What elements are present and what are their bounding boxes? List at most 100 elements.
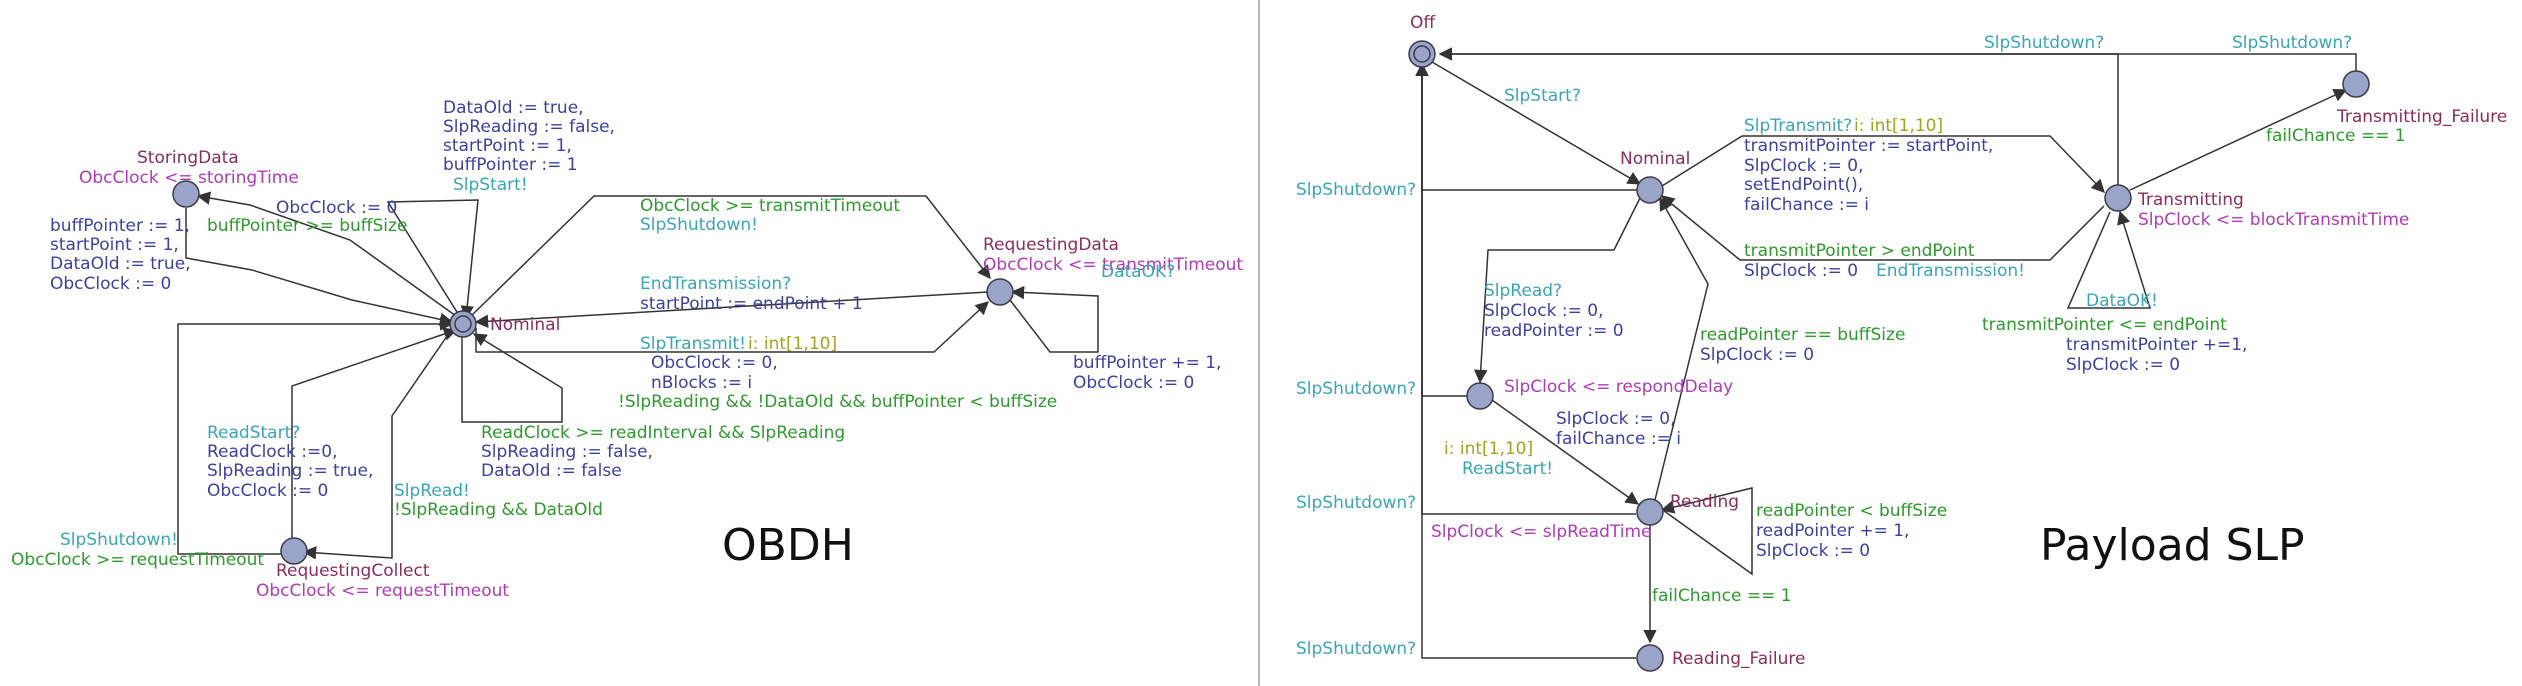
- obdh-tx-timeout-guard: ObcClock >= transmitTimeout: [640, 196, 900, 216]
- obdh-tx-timeout-sync: SlpShutdown!: [640, 215, 758, 235]
- location-reading: [1636, 498, 1664, 526]
- transmitting-name: Transmitting: [2137, 190, 2244, 210]
- nominal-name: Nominal: [490, 315, 560, 335]
- edge-reqdata-to-nominal-endtx: [474, 291, 989, 329]
- obdh-store-guard: buffPointer >= buffSize: [207, 216, 407, 236]
- obdh-req-timeout-sync: SlpShutdown!: [60, 530, 178, 550]
- slp-data-ok-sync: DataOK!: [2086, 291, 2158, 311]
- location-storing-data: [172, 180, 200, 208]
- obdh-slp-transmit-assign-1: ObcClock := 0,: [651, 353, 778, 373]
- obdh-slp-transmit-sync: SlpTransmit!: [640, 334, 746, 354]
- slp-read-loop-assign-1: readPointer += 1,: [1756, 521, 1909, 541]
- location-transmitting-failure: [2342, 70, 2370, 98]
- slp-transmit-assign-4: failChance := i: [1744, 195, 1869, 215]
- edge-readfail-to-off: [1415, 62, 1636, 659]
- obdh-read-start-assign-1: ReadClock :=0,: [207, 442, 338, 462]
- edge-reading-self-loop: [1659, 487, 1753, 576]
- obdh-end-tx-assign: startPoint := endPoint + 1: [640, 294, 863, 314]
- obdh-slp-read-guard: !SlpReading && DataOld: [394, 500, 603, 520]
- slp-transmit-assign-3: setEndPoint(),: [1744, 175, 1863, 195]
- slp-tx-fail-guard: failChance == 1: [2266, 126, 2406, 146]
- location-requesting-collect: [280, 537, 308, 565]
- edge-reading-to-nominal: [1653, 196, 1709, 505]
- obdh-data-ok-assign-2: ObcClock := 0: [1073, 373, 1194, 393]
- obdh-read-start-assign-2: SlpReading := true,: [207, 461, 373, 481]
- obdh-stored-assign-1: buffPointer := 1,: [50, 216, 190, 236]
- obdh-start-assign-1: DataOld := true,: [443, 98, 584, 118]
- slp-shutdown-left-4: SlpShutdown?: [1296, 639, 1416, 659]
- slp-transmit-assign-2: SlpClock := 0,: [1744, 156, 1864, 176]
- edge-nominal-self-start: [386, 199, 479, 321]
- slp-transmit-sync: SlpTransmit?: [1744, 116, 1852, 136]
- location-off: [1408, 40, 1436, 68]
- edge-collect-to-nominal-timeout: [177, 317, 454, 555]
- slp-read-done-guard: readPointer == buffSize: [1700, 325, 1905, 345]
- obdh-stored-assign-2: startPoint := 1,: [50, 235, 179, 255]
- location-slp-nominal: [1636, 176, 1664, 204]
- wait-read-invariant: SlpClock <= respondDelay: [1504, 377, 1733, 397]
- slp-read-assign-2: readPointer := 0: [1484, 321, 1624, 341]
- edge-transmitting-to-nominal: [1660, 195, 2105, 261]
- slp-transmit-assign-1: transmitPointer := startPoint,: [1744, 136, 1993, 156]
- slp-read-loop-guard: readPointer < buffSize: [1756, 501, 1947, 521]
- slp-start-sync: SlpStart?: [1504, 86, 1581, 106]
- edge-collect-to-nominal: [291, 327, 458, 542]
- obdh-read-start-assign-3: ObcClock := 0: [207, 481, 328, 501]
- obdh-req-timeout-guard: ObcClock >= requestTimeout: [11, 550, 264, 570]
- requesting-collect-invariant: ObcClock <= requestTimeout: [256, 581, 509, 601]
- edge-txfail-to-off: [1438, 47, 2357, 72]
- reading-name: Reading: [1670, 492, 1739, 512]
- location-wait-read: [1466, 382, 1494, 410]
- edge-nominal-to-storing: [196, 191, 457, 317]
- location-reading-failure: [1636, 644, 1664, 672]
- requesting-collect-name: RequestingCollect: [276, 561, 430, 581]
- transmitting-invariant: SlpClock <= blockTransmitTime: [2138, 210, 2409, 230]
- location-transmitting: [2104, 184, 2132, 212]
- obdh-slp-read-sync: SlpRead!: [394, 481, 470, 501]
- obdh-slp-transmit-assign-2: nBlocks := i: [651, 373, 752, 393]
- slp-shutdown-left-3: SlpShutdown?: [1296, 493, 1416, 513]
- obdh-stored-assign-4: ObcClock := 0: [50, 274, 171, 294]
- obdh-start-assign-3: startPoint := 1,: [443, 136, 572, 156]
- obdh-slp-transmit-select: i: int[1,10]: [748, 334, 837, 354]
- slp-shutdown-left-1: SlpShutdown?: [1296, 180, 1416, 200]
- slp-read-start-assign-2: failChance := i: [1556, 429, 1681, 449]
- edge-nominal-to-reqdata-timeout: [469, 195, 991, 318]
- edge-nominal-to-off: [1415, 62, 1640, 191]
- slp-end-tx-guard: transmitPointer > endPoint: [1744, 241, 1975, 261]
- reading-invariant: SlpClock <= slpReadTime: [1431, 522, 1651, 542]
- edge-reqdata-self-dataok: [1009, 285, 1099, 353]
- transmitting-failure-name: Transmitting_Failure: [2336, 107, 2507, 127]
- slp-title: Payload SLP: [2040, 520, 2305, 571]
- slp-read-done-assign: SlpClock := 0: [1700, 345, 1814, 365]
- requesting-data-invariant: ObcClock <= transmitTimeout: [983, 255, 1243, 275]
- slp-read-loop-assign-2: SlpClock := 0: [1756, 541, 1870, 561]
- obdh-read-loop-assign-1: SlpReading := false,: [481, 442, 653, 462]
- obdh-end-tx-sync: EndTransmission?: [640, 274, 791, 294]
- obdh-start-sync: SlpStart!: [453, 175, 528, 195]
- slp-transmit-select: i: int[1,10]: [1854, 116, 1943, 136]
- obdh-data-ok-sync: DataOK?: [1101, 262, 1175, 282]
- obdh-automaton: StoringData ObcClock <= storingTime Nomi…: [11, 98, 1243, 601]
- slp-shutdown-left-2: SlpShutdown?: [1296, 379, 1416, 399]
- edge-transmitting-self-dataok: [2066, 210, 2152, 309]
- slp-end-tx-sync: EndTransmission!: [1876, 261, 2025, 281]
- obdh-stored-assign-3: DataOld := true,: [50, 254, 191, 274]
- edge-nominal-to-transmitting: [1661, 135, 2105, 193]
- obdh-title: OBDH: [722, 520, 854, 571]
- obdh-start-assign-2: SlpReading := false,: [443, 117, 615, 137]
- slp-data-ok-assign-2: SlpClock := 0: [2066, 355, 2180, 375]
- reading-failure-name: Reading_Failure: [1672, 649, 1805, 669]
- storing-data-invariant: ObcClock <= storingTime: [79, 168, 299, 188]
- edge-off-to-nominal: [1431, 61, 1642, 185]
- location-requesting-data: [986, 278, 1014, 306]
- off-name: Off: [1410, 13, 1436, 33]
- edge-nominal-to-collect: [302, 325, 455, 560]
- edge-waitread-to-off: [1415, 62, 1468, 397]
- slp-end-tx-assign: SlpClock := 0: [1744, 261, 1858, 281]
- obdh-read-start-sync: ReadStart?: [207, 423, 300, 443]
- obdh-data-ok-assign-1: buffPointer += 1,: [1073, 353, 1221, 373]
- obdh-slp-transmit-guard: !SlpReading && !DataOld && buffPointer <…: [618, 392, 1057, 412]
- slp-nominal-name: Nominal: [1620, 149, 1690, 169]
- slp-read-start-select: i: int[1,10]: [1444, 439, 1533, 459]
